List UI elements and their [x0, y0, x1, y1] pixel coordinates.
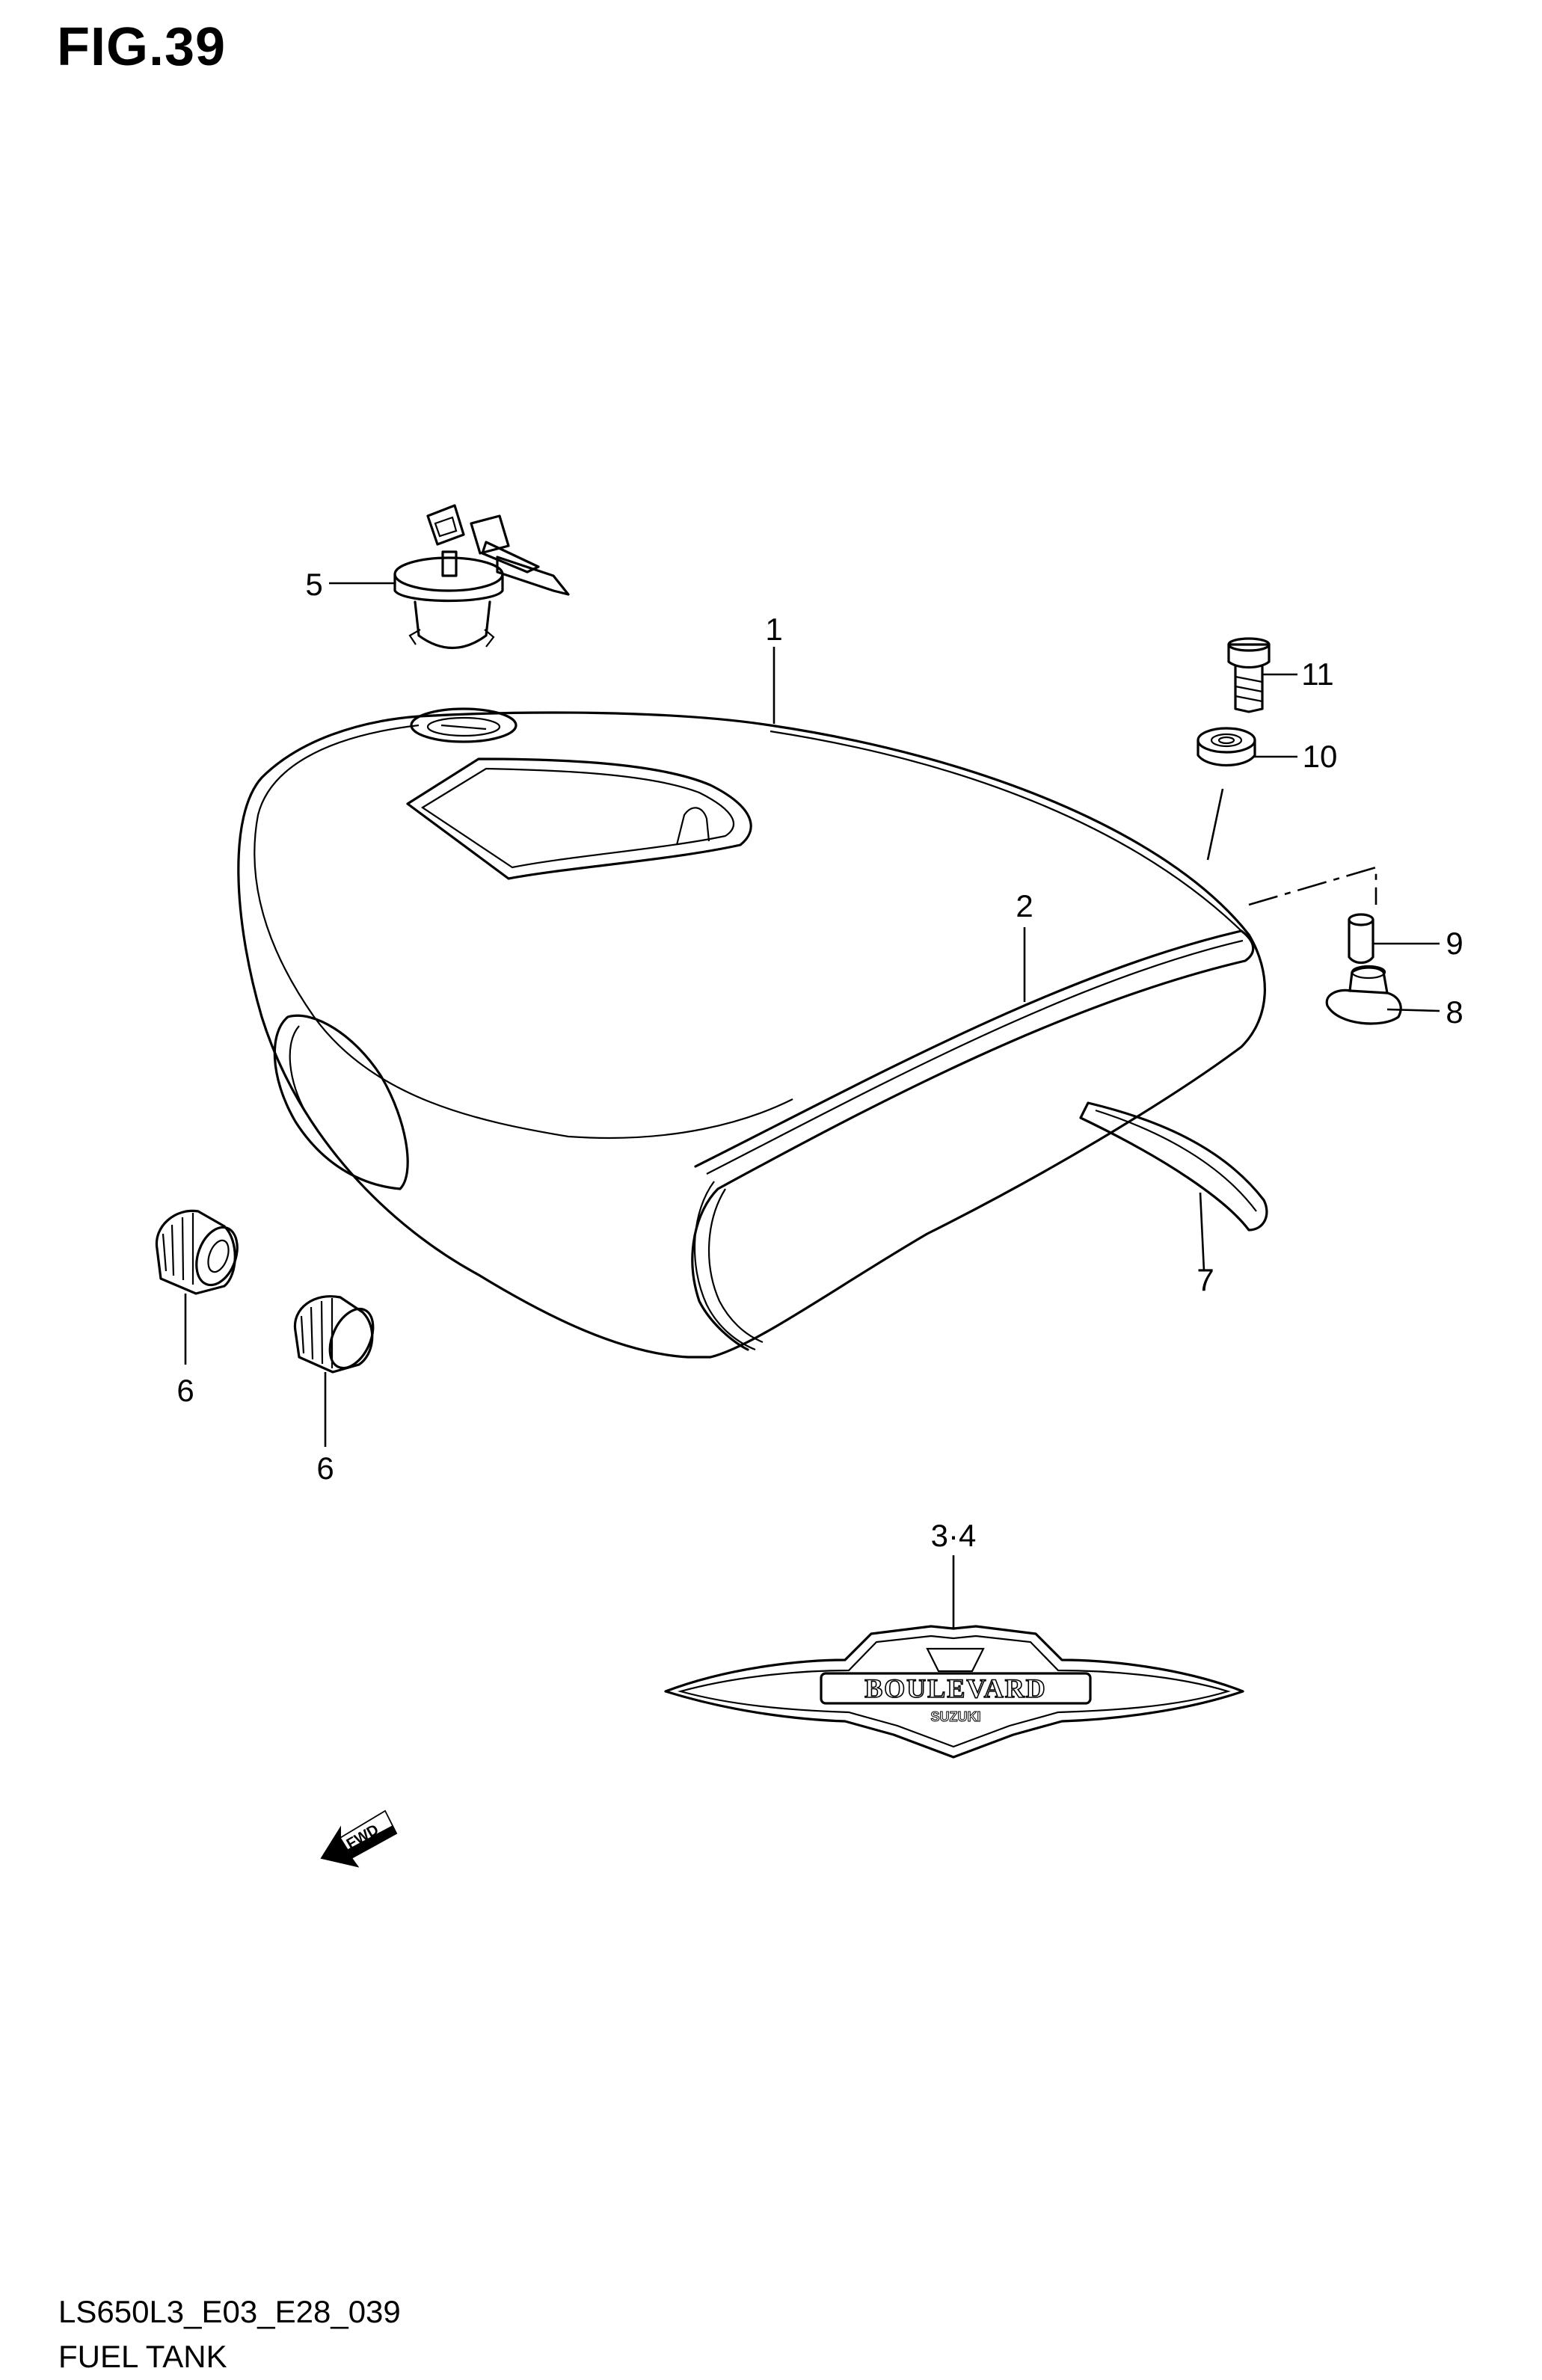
callouts: 5 1 2 3·4 7 8 9 10 11 6 6: [176, 567, 1463, 1553]
callout-9: 9: [1446, 926, 1463, 961]
fuel-cap-with-keys[interactable]: [393, 504, 570, 649]
emblem-maker-text: SUZUKI: [931, 1709, 981, 1724]
callout-10: 10: [1303, 739, 1338, 774]
callout-6-left: 6: [176, 1373, 194, 1408]
callout-7: 7: [1197, 1262, 1214, 1297]
figure-name: FUEL TANK: [58, 2339, 227, 2374]
bolt[interactable]: [1227, 637, 1271, 713]
boulevard-emblem[interactable]: BOULEVARD SUZUKI: [664, 1625, 1244, 1759]
callout-3-4: 3·4: [931, 1518, 977, 1553]
callout-8: 8: [1446, 994, 1463, 1030]
callout-6-right: 6: [316, 1451, 334, 1486]
callout-1: 1: [765, 612, 782, 647]
spacer[interactable]: [1348, 913, 1374, 965]
fuel-tank-body[interactable]: [237, 707, 1266, 1359]
figure-title: FIG.39: [57, 17, 227, 77]
cap-left[interactable]: [155, 1209, 245, 1295]
figure-code: LS650L3_E03_E28_039: [58, 2294, 401, 2329]
emblem-brand-text: BOULEVARD: [864, 1673, 1046, 1703]
callout-2: 2: [1016, 888, 1033, 923]
leader-lines: [184, 582, 1440, 1629]
cap-right[interactable]: [293, 1295, 381, 1375]
fwd-direction-arrow: FWD: [320, 1809, 398, 1868]
cushion[interactable]: [1197, 727, 1256, 767]
tank-strip[interactable]: [1079, 1101, 1268, 1231]
callout-11: 11: [1301, 657, 1334, 692]
callout-5: 5: [305, 567, 322, 602]
cushion-lower[interactable]: [1325, 965, 1402, 1025]
